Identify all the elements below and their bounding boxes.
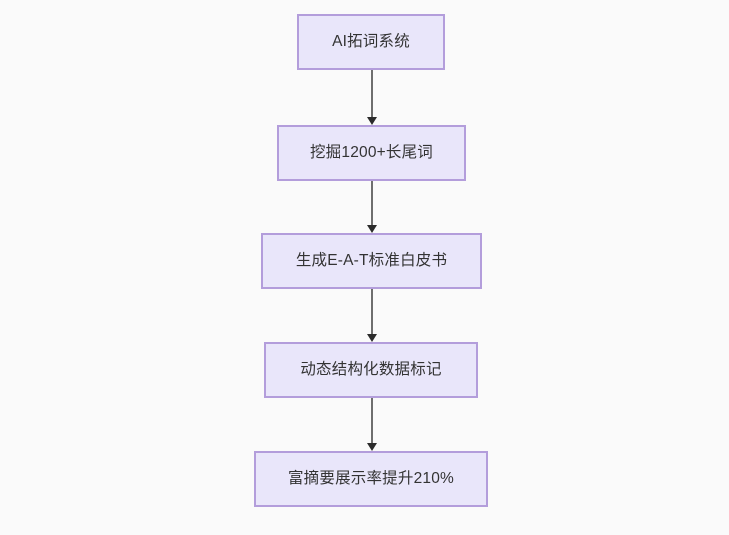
edge-line (371, 70, 373, 118)
arrowhead-down-icon (367, 117, 377, 125)
flow-node-label: 挖掘1200+长尾词 (309, 144, 434, 162)
flow-node-label: 动态结构化数据标记 (300, 361, 442, 379)
flow-node-eat-whitepaper[interactable]: 生成E-A-T标准白皮书 (261, 233, 482, 289)
edge-n3-n4 (367, 289, 377, 342)
edge-n4-n5 (367, 398, 377, 451)
flow-node-ai-keyword-system[interactable]: AI拓词系统 (297, 14, 445, 70)
arrowhead-down-icon (367, 334, 377, 342)
edge-n2-n3 (367, 181, 377, 233)
flow-node-label: 生成E-A-T标准白皮书 (295, 252, 448, 270)
flow-node-label: 富摘要展示率提升210% (287, 470, 455, 488)
edge-line (371, 181, 373, 226)
edge-line (371, 289, 373, 335)
edge-n1-n2 (367, 70, 377, 125)
edge-line (371, 398, 373, 444)
arrowhead-down-icon (367, 443, 377, 451)
flow-node-label: AI拓词系统 (332, 33, 410, 51)
flow-node-rich-snippet-result[interactable]: 富摘要展示率提升210% (254, 451, 488, 507)
flow-node-longtail-mining[interactable]: 挖掘1200+长尾词 (277, 125, 466, 181)
arrowhead-down-icon (367, 225, 377, 233)
flow-node-structured-data-markup[interactable]: 动态结构化数据标记 (264, 342, 478, 398)
